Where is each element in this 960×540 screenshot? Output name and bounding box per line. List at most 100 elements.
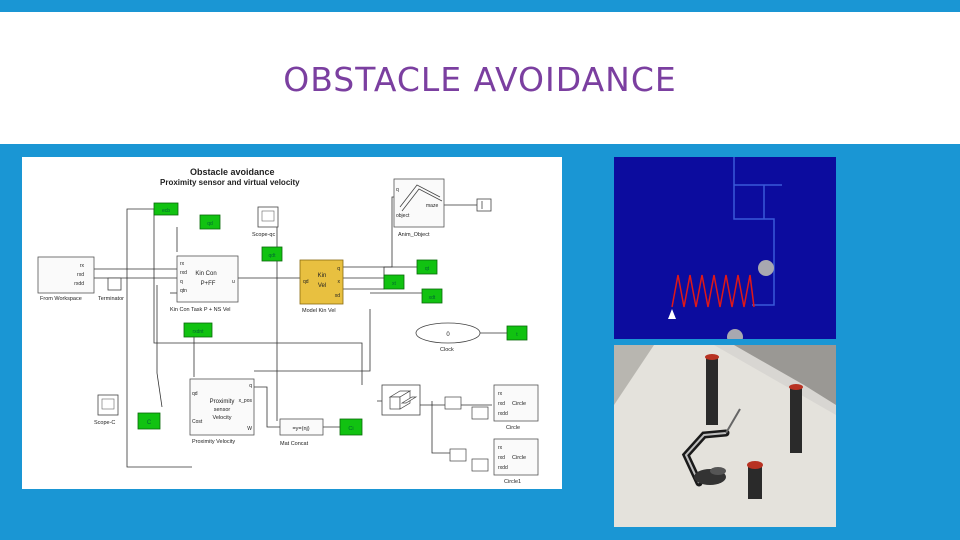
svg-text:x_pos: x_pos <box>239 398 253 404</box>
selector-block[interactable] <box>471 406 489 420</box>
robot-photo-canvas <box>614 345 836 527</box>
svg-text:maze: maze <box>426 203 438 209</box>
goto-qd-block[interactable] <box>199 214 221 230</box>
obstacle-circle <box>758 260 774 276</box>
svg-text:rxd: rxd <box>498 455 505 461</box>
svg-text:rx: rx <box>80 263 85 269</box>
svg-text:ecb: ecb <box>162 208 170 214</box>
svg-text:rxd: rxd <box>498 401 505 407</box>
svg-text:Scope-qc: Scope-qc <box>252 232 275 238</box>
svg-text:t: t <box>516 332 518 338</box>
selector-block[interactable] <box>444 396 462 410</box>
svg-text:qd: qd <box>192 391 198 397</box>
robot-arm-spring <box>671 274 755 308</box>
svg-text:rxd: rxd <box>180 270 187 276</box>
goto-xdt-block[interactable] <box>421 288 443 304</box>
svg-text:rxdd: rxdd <box>74 281 84 287</box>
svg-text:Ci: Ci <box>348 426 353 432</box>
maze-wall <box>733 157 775 306</box>
svg-text:q: q <box>337 266 340 272</box>
goto-ci-block[interactable] <box>339 418 363 436</box>
simulation-canvas <box>668 157 782 339</box>
svg-text:Model Kin Vel: Model Kin Vel <box>302 308 336 314</box>
svg-text:x: x <box>338 279 341 285</box>
goto-qdt-block[interactable] <box>261 246 283 262</box>
3d-viewer-block[interactable] <box>381 384 421 416</box>
mat-concat-block[interactable] <box>279 418 324 436</box>
svg-text:xd: xd <box>335 293 341 299</box>
svg-text:Circle: Circle <box>506 425 520 431</box>
selector-block[interactable] <box>471 458 489 472</box>
diagram-canvas: Obstacle avoidance Proximity sensor and … <box>37 167 539 485</box>
svg-text:Scope-C: Scope-C <box>94 420 115 426</box>
svg-text:qt: qt <box>425 266 430 272</box>
obstacle-pole <box>706 357 718 425</box>
svg-text:From Workspace: From Workspace <box>40 296 82 302</box>
svg-text:Anim_Object: Anim_Object <box>398 232 430 238</box>
svg-text:rxdd: rxdd <box>498 465 508 471</box>
svg-text:q: q <box>396 187 399 193</box>
svg-text:qd: qd <box>207 221 213 227</box>
svg-text:qdt: qdt <box>269 253 277 259</box>
svg-text:Kin Con: Kin Con <box>195 271 216 277</box>
goto-ecb-block[interactable] <box>153 202 179 216</box>
clock-block[interactable] <box>415 322 481 344</box>
robot-base-marker <box>668 309 676 319</box>
obstacle-pole <box>748 465 762 499</box>
svg-text:rxdnt: rxdnt <box>192 329 204 335</box>
svg-text:rx: rx <box>180 261 185 267</box>
goto-qt-block[interactable] <box>416 259 438 275</box>
kin-con-block[interactable] <box>176 255 239 303</box>
svg-text:Circle: Circle <box>512 455 526 461</box>
svg-text:qtn: qtn <box>180 288 187 294</box>
svg-text:Proximity: Proximity <box>210 399 235 405</box>
svg-text:Kin: Kin <box>318 273 327 279</box>
model-kin-vel-block[interactable] <box>299 259 344 305</box>
simulink-diagram: Obstacle avoidance Proximity sensor and … <box>22 157 562 489</box>
proximity-velocity-block[interactable] <box>189 378 255 436</box>
title-area <box>0 12 960 144</box>
terminator2-block[interactable] <box>476 198 492 212</box>
svg-text:Vel: Vel <box>318 283 326 289</box>
svg-text:Mat Concat: Mat Concat <box>280 441 309 447</box>
simulation-view <box>614 157 836 339</box>
svg-text:rxd: rxd <box>77 272 84 278</box>
selector-block[interactable] <box>449 448 467 462</box>
terminator-block[interactable] <box>107 277 122 291</box>
svg-text:Circle: Circle <box>512 401 526 407</box>
svg-text:Kin Con Task P + NS Vel: Kin Con Task P + NS Vel <box>170 307 230 313</box>
svg-text:Circle1: Circle1 <box>504 479 521 485</box>
svg-text:xt: xt <box>392 281 397 287</box>
svg-text:Clock: Clock <box>440 347 454 353</box>
svg-text:Cost: Cost <box>192 419 203 425</box>
svg-text:Terminator: Terminator <box>98 296 124 302</box>
svg-text:C: C <box>147 420 152 426</box>
circle1-block[interactable] <box>493 438 539 476</box>
svg-text:Proximity Velocity: Proximity Velocity <box>192 439 235 445</box>
goto-rxdnt-block[interactable] <box>183 322 213 338</box>
circle-block[interactable] <box>493 384 539 422</box>
obstacle-circle <box>727 329 743 339</box>
svg-text:W: W <box>247 426 252 432</box>
svg-text:=y=(nj): =y=(nj) <box>292 426 309 432</box>
slide-title: OBSTACLE AVOIDANCE <box>283 60 677 99</box>
obstacle-pole <box>790 387 802 453</box>
from-workspace-block[interactable] <box>37 256 95 294</box>
const-c-block[interactable] <box>137 412 161 430</box>
svg-text:object: object <box>396 213 410 219</box>
svg-text:sensor: sensor <box>214 407 231 413</box>
svg-text:q: q <box>180 279 183 285</box>
top-accent-bar <box>0 0 960 12</box>
svg-text:0: 0 <box>446 332 450 338</box>
svg-text:P+FF: P+FF <box>201 281 216 287</box>
svg-text:Velocity: Velocity <box>213 415 232 421</box>
goto-t-block[interactable] <box>506 325 528 341</box>
svg-text:rx: rx <box>498 391 503 397</box>
anim-object-block[interactable] <box>393 178 445 228</box>
goto-xt-block[interactable] <box>383 274 405 290</box>
robot-photo <box>614 345 836 527</box>
svg-text:u: u <box>232 279 235 285</box>
svg-text:xdt: xdt <box>429 295 436 301</box>
svg-text:qd: qd <box>303 279 309 285</box>
svg-text:q: q <box>249 383 252 389</box>
